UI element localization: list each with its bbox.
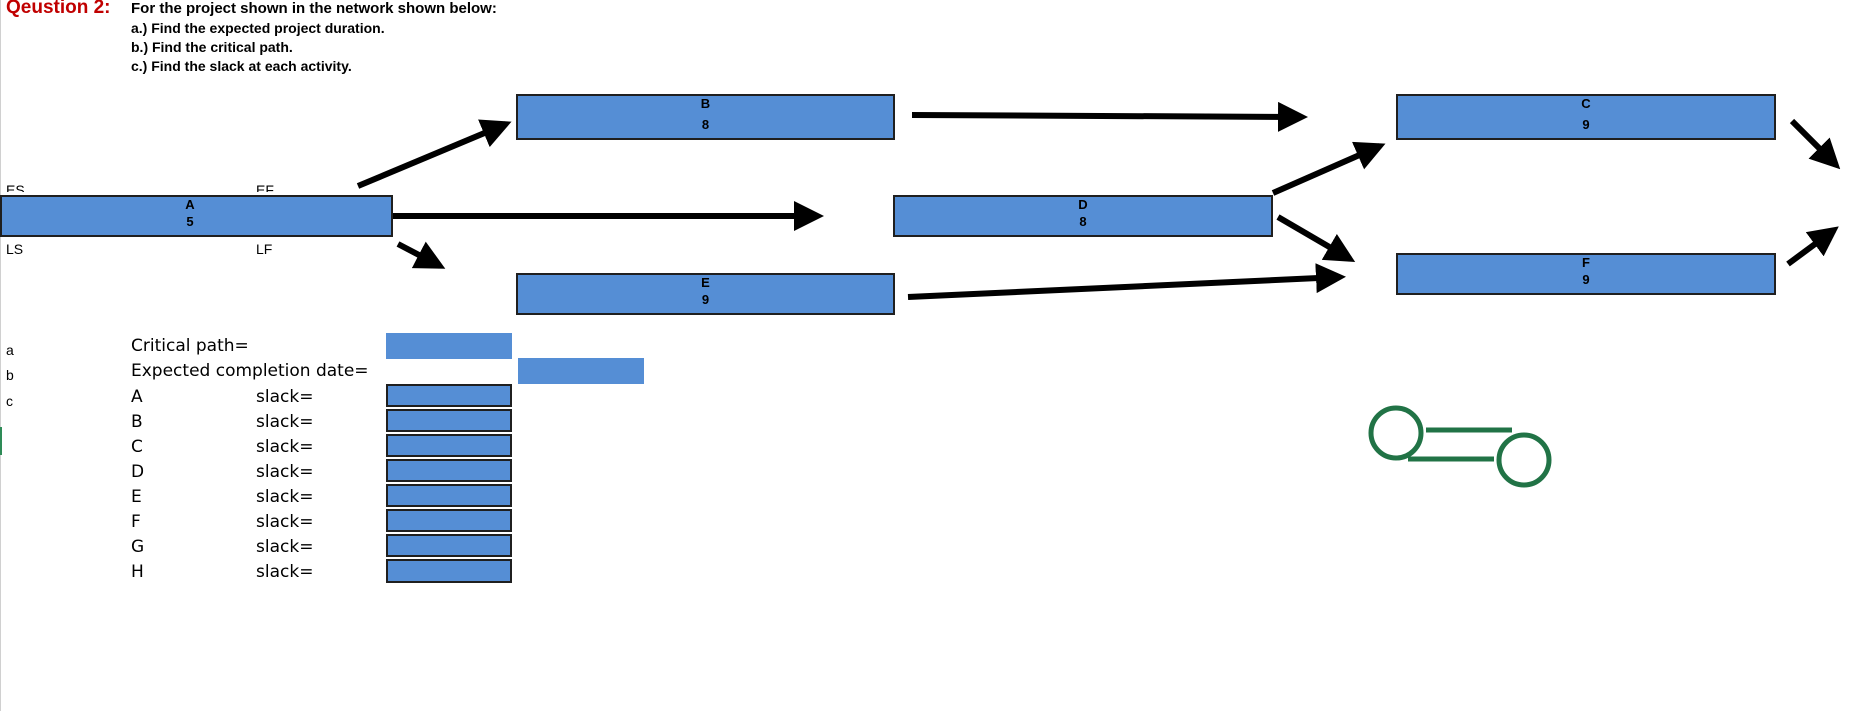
question-prompt: For the project shown in the network sho…: [131, 0, 497, 17]
slack-activity-b: B: [131, 412, 143, 432]
arrow-c-to-end: [1789, 118, 1841, 170]
slack-label-b: slack=: [256, 412, 314, 432]
activity-name: A: [185, 197, 195, 212]
slack-answer-cell-b[interactable]: [386, 409, 512, 432]
activity-node-a[interactable]: A 5: [0, 195, 393, 237]
slack-label-c: slack=: [256, 437, 314, 457]
slack-label-e: slack=: [256, 487, 314, 507]
critical-path-label: Critical path=: [131, 336, 249, 356]
slack-label-a: slack=: [256, 387, 314, 407]
arrow-f-to-end: [1786, 226, 1839, 267]
slack-answer-cell-e[interactable]: [386, 484, 512, 507]
activity-name: F: [1582, 255, 1590, 270]
arrow-b-to-c: [911, 101, 1308, 132]
es-label: ES: [6, 182, 25, 192]
ls-label: LS: [6, 241, 24, 257]
question-letter-a: a: [6, 342, 14, 358]
activity-duration: 8: [701, 117, 710, 132]
slack-answer-cell-a[interactable]: [386, 384, 512, 407]
slack-answer-cell-d[interactable]: [386, 459, 512, 482]
activity-duration: 9: [701, 292, 710, 307]
excel-link-circles-icon: [1368, 405, 1552, 488]
question-part-b: b.) Find the critical path.: [131, 39, 293, 55]
question-letter-c: c: [6, 393, 13, 409]
activity-duration: 9: [1582, 272, 1590, 287]
lf-label: LF: [256, 241, 273, 257]
slack-activity-e: E: [131, 487, 142, 507]
expected-completion-label: Expected completion date=: [131, 361, 369, 381]
activity-node-f[interactable]: F 9: [1396, 253, 1776, 295]
slack-activity-g: G: [131, 537, 145, 557]
question-part-c: c.) Find the slack at each activity.: [131, 58, 352, 74]
activity-node-b[interactable]: B 8: [516, 94, 895, 140]
question-title: Qeustion 2:: [6, 0, 111, 18]
slack-activity-f: F: [131, 512, 141, 532]
slack-answer-cell-f[interactable]: [386, 509, 512, 532]
activity-name: C: [1581, 96, 1591, 111]
activity-duration: 5: [186, 214, 194, 229]
slack-label-h: slack=: [256, 562, 314, 582]
slack-label-d: slack=: [256, 462, 314, 482]
critical-path-answer-cell[interactable]: [386, 333, 512, 359]
slack-activity-c: C: [131, 437, 143, 457]
arrow-d-to-c: [1271, 141, 1386, 196]
activity-node-c[interactable]: C 9: [1396, 94, 1776, 140]
slack-activity-h: H: [131, 562, 144, 582]
slack-label-g: slack=: [256, 537, 314, 557]
activity-node-e[interactable]: E 9: [516, 273, 895, 315]
selection-edge-marker: [0, 427, 2, 455]
question-letter-b: b: [6, 367, 14, 383]
arrow-a-to-e: [396, 241, 446, 269]
activity-duration: 8: [1079, 214, 1087, 229]
slack-answer-cell-h[interactable]: [386, 559, 512, 583]
slack-activity-d: D: [131, 462, 145, 482]
sheet-left-border: [0, 0, 1, 711]
ef-label: EF: [256, 182, 274, 192]
question-part-a: a.) Find the expected project duration.: [131, 20, 385, 36]
completion-date-answer-cell[interactable]: [518, 358, 644, 384]
activity-name: D: [1078, 197, 1088, 212]
activity-duration: 9: [1582, 117, 1590, 132]
slack-label-f: slack=: [256, 512, 314, 532]
arrow-e-to-f: [907, 263, 1346, 300]
activity-name: B: [700, 96, 711, 111]
activity-node-d[interactable]: D 8: [893, 195, 1273, 237]
slack-answer-cell-c[interactable]: [386, 434, 512, 457]
activity-name: E: [701, 275, 710, 290]
arrow-d-to-f: [1276, 214, 1356, 263]
arrow-a-to-b: [356, 119, 512, 189]
slack-answer-cell-g[interactable]: [386, 534, 512, 557]
slack-activity-a: A: [131, 387, 143, 407]
